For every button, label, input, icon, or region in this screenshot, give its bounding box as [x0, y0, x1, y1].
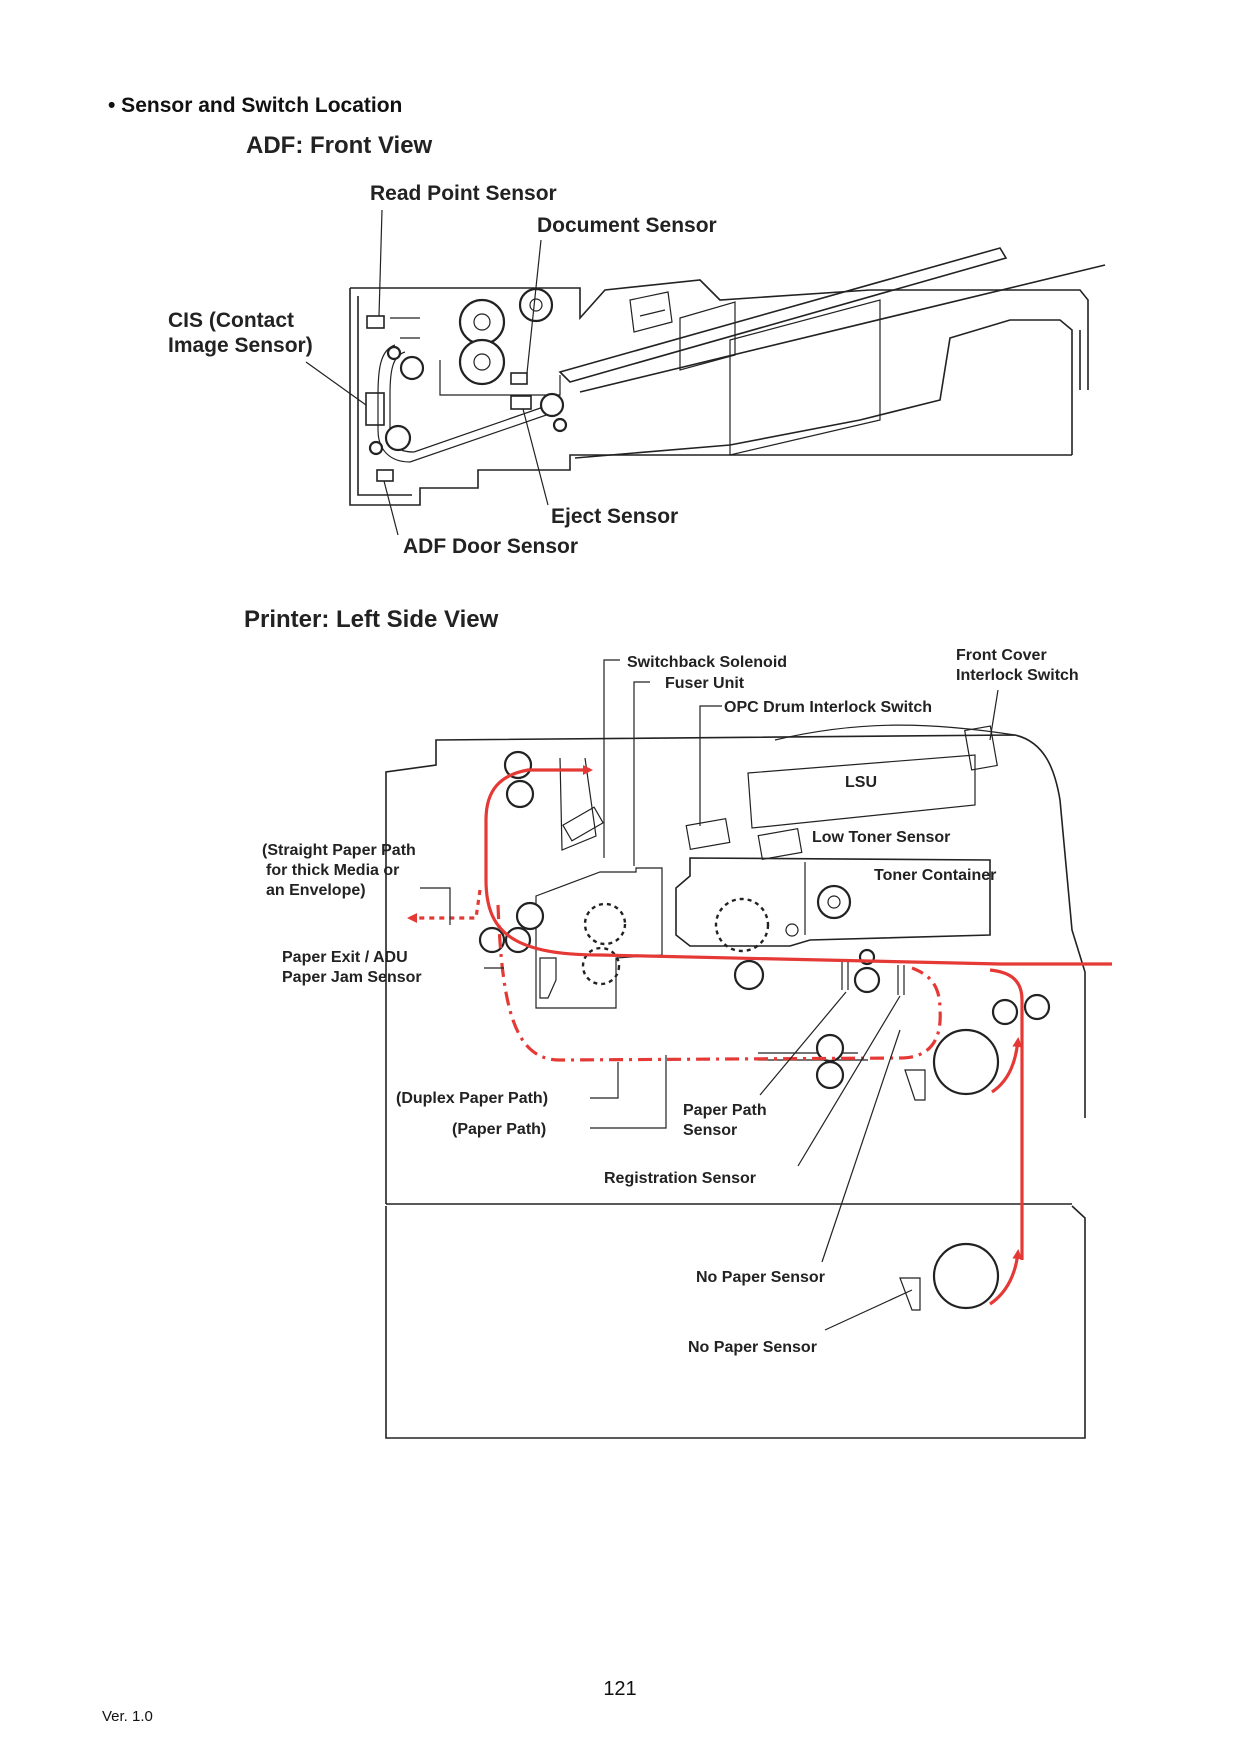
front-cover-label-line1: Front Cover — [956, 647, 1047, 664]
paper-path-sensor-label-line1: Paper Path — [683, 1102, 767, 1119]
adf-front-view-drawing: Read Point Sensor Document Sensor CIS (C… — [168, 182, 1106, 558]
paper-path-arrows — [407, 765, 1112, 1306]
straight-path-label-line3: an Envelope) — [266, 882, 366, 899]
adf-leader-lines — [305, 209, 549, 536]
adf-roller — [399, 355, 425, 381]
no-paper-sensor-upper-label: No Paper Sensor — [696, 1269, 825, 1286]
straight-path-label-line1: (Straight Paper Path — [262, 842, 416, 859]
adf-door-sensor-label: ADF Door Sensor — [403, 535, 578, 558]
adf-roller — [386, 345, 402, 361]
fuser-unit-shape — [535, 867, 663, 1009]
cis-label-line2: Image Sensor) — [168, 334, 313, 357]
front-cover-label-line2: Interlock Switch — [956, 667, 1079, 684]
paper-exit-label-line1: Paper Exit / ADU — [282, 949, 408, 966]
paper-path-sensor-label-line2: Sensor — [683, 1122, 737, 1139]
section-title: • Sensor and Switch Location — [108, 94, 403, 117]
switchback-solenoid-shape — [562, 806, 604, 842]
adf-document-tray — [558, 247, 1106, 456]
opc-drum-interlock-switch-label: OPC Drum Interlock Switch — [724, 699, 932, 716]
no-paper-sensor-lower-label: No Paper Sensor — [688, 1339, 817, 1356]
adf-housing — [349, 279, 1089, 506]
read-point-sensor-shape — [366, 315, 385, 329]
registration-sensor-label: Registration Sensor — [604, 1170, 756, 1187]
adf-roller — [552, 417, 568, 433]
adf-roller — [518, 287, 554, 323]
toner-container-label: Toner Container — [874, 867, 996, 884]
pickup-roller-upper — [932, 1028, 1000, 1096]
low-toner-sensor-label: Low Toner Sensor — [812, 829, 950, 846]
adf-sensors — [365, 315, 532, 482]
adf-roller — [368, 440, 384, 456]
adf-roller — [384, 424, 412, 452]
eject-sensor-shape — [510, 395, 532, 410]
straight-path-label-line2: for thick Media or — [266, 862, 399, 879]
feed-paper-path — [989, 968, 1024, 1260]
adf-roller — [539, 392, 565, 418]
adf-roller — [458, 338, 506, 386]
duplex-paper-path — [496, 904, 942, 1062]
front-cover-interlock-switch-shape — [964, 725, 998, 771]
paper-exit-sensor-shape — [539, 957, 557, 999]
printer-left-side-view-title: Printer: Left Side View — [244, 606, 499, 633]
page-number: 121 — [603, 1678, 637, 1700]
registration-sensor-shape — [897, 965, 905, 995]
paper-path-label: (Paper Path) — [452, 1121, 546, 1138]
printer-leader-lines — [420, 659, 999, 1331]
lsu-shape — [747, 754, 976, 829]
adf-rollers — [368, 287, 568, 456]
adf-roller — [458, 298, 506, 346]
adf-front-view-title: ADF: Front View — [246, 132, 433, 159]
paper-exit-label-line2: Paper Jam Sensor — [282, 969, 422, 986]
document-sensor-shape — [510, 372, 528, 385]
lsu-label: LSU — [845, 774, 877, 791]
cis-label-line1: CIS (Contact — [168, 309, 294, 332]
document-sensor-label: Document Sensor — [537, 214, 717, 237]
duplex-paper-path-label: (Duplex Paper Path) — [396, 1090, 548, 1107]
low-toner-sensor-shape — [757, 828, 803, 860]
pickup-roller-lower — [932, 1242, 1000, 1310]
toner-container-shape — [675, 857, 991, 947]
eject-sensor-label: Eject Sensor — [551, 505, 678, 528]
switchback-solenoid-label: Switchback Solenoid — [627, 654, 787, 671]
exit-path-dashed — [407, 889, 482, 923]
printer-housing — [385, 724, 1086, 1439]
paper-path-sensor-shape — [841, 962, 849, 990]
straight-paper-path — [484, 765, 1112, 966]
version-label: Ver. 1.0 — [102, 1708, 153, 1725]
printer-rollers — [478, 750, 1051, 1310]
printer-left-side-drawing: Switchback Solenoid Fuser Unit OPC Drum … — [262, 647, 1112, 1439]
cis-shape — [365, 392, 385, 426]
printer-internal-units — [535, 725, 998, 1311]
opc-drum-interlock-switch-shape — [685, 818, 731, 850]
fuser-unit-label: Fuser Unit — [665, 675, 745, 692]
adf-door-sensor-shape — [376, 469, 394, 482]
read-point-sensor-label: Read Point Sensor — [370, 182, 557, 205]
